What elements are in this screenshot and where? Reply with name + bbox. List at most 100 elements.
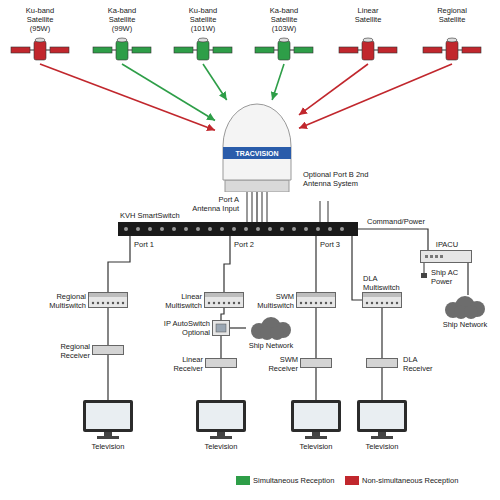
tv-base (210, 436, 232, 439)
satellite-body (116, 41, 128, 60)
node-label: Ship Network (435, 320, 495, 329)
receiver: SWM Receiver (300, 358, 332, 368)
node-label: DLA Receiver (403, 355, 445, 373)
television: Television (196, 400, 246, 440)
port (305, 302, 307, 304)
port (160, 227, 164, 231)
signal-arrow (299, 64, 452, 128)
port (310, 302, 312, 304)
signal-arrow (272, 64, 284, 100)
port (220, 227, 224, 231)
solar-panel (423, 47, 442, 53)
receiver: DLA Receiver (366, 358, 398, 368)
node-label: Ship Network (241, 341, 301, 350)
port (268, 227, 272, 231)
satellite-icon (9, 36, 71, 64)
satellite: Linear Satellite (337, 6, 399, 64)
signal-arrow (40, 64, 215, 130)
multiswitch: Linear Multiswitch (204, 292, 244, 308)
port (292, 227, 296, 231)
legend-text: Non-simultaneous Reception (362, 476, 458, 485)
solar-panel (255, 47, 274, 53)
antenna-cables (247, 192, 267, 222)
port (386, 302, 388, 304)
legend-swatch (345, 476, 359, 485)
tv-frame (291, 400, 341, 432)
indicator (435, 255, 438, 258)
signal-arrow (203, 64, 227, 100)
annotation: Port A Antenna Input (190, 195, 239, 213)
receiver: Linear Receiver (205, 358, 237, 368)
satellite-icon (253, 36, 315, 64)
tv-shape (291, 400, 341, 440)
tv-screen (199, 403, 243, 429)
port (228, 302, 230, 304)
solar-panel (93, 47, 112, 53)
dome-base (225, 180, 289, 192)
port (238, 302, 240, 304)
port-label: Port 3 (319, 240, 341, 249)
port (208, 302, 210, 304)
satellite-dish (117, 38, 127, 42)
port-label: Port 1 (133, 240, 155, 249)
port (280, 227, 284, 231)
port (112, 302, 114, 304)
legend-swatch (236, 476, 250, 485)
node-label: Ku-band Satellite (101W) (181, 6, 225, 33)
port (330, 302, 332, 304)
multiswitch: Regional Multiswitch (88, 292, 128, 308)
node-label: Regional Receiver (46, 342, 90, 360)
tv-base (305, 436, 327, 439)
node-label: Television (286, 442, 346, 451)
port (256, 227, 260, 231)
satellite-icon (91, 36, 153, 64)
port (233, 302, 235, 304)
cable-line (352, 236, 362, 300)
solar-panel (378, 47, 397, 53)
satellite-dish (447, 38, 457, 42)
port (92, 302, 94, 304)
solar-panel (462, 47, 481, 53)
autoswitch-face (213, 321, 229, 335)
cable (327, 201, 328, 222)
tv-frame (83, 400, 133, 432)
port (136, 227, 140, 231)
satellite: Ka-band Satellite (103W) (253, 6, 315, 64)
indicator (440, 255, 443, 258)
solar-panel (294, 47, 313, 53)
cloud-puff (464, 305, 478, 319)
tv-base (371, 436, 393, 439)
node-label: DLA Multiswitch (363, 274, 407, 292)
autoswitch-panel (216, 324, 226, 332)
tv-base (97, 436, 119, 439)
satellite: Ku-band Satellite (101W) (172, 6, 234, 64)
satellite-icon (421, 36, 483, 64)
cloud-shape (246, 316, 296, 340)
node-label: IP AutoSwitch Optional (157, 319, 210, 337)
port (328, 227, 332, 231)
node-label: TRACVISION (215, 149, 299, 158)
dome-shell (223, 104, 291, 180)
cable-line (467, 263, 468, 295)
television: Television (291, 400, 341, 440)
port (340, 227, 344, 231)
port (148, 227, 152, 231)
panel-stripe (363, 293, 401, 297)
cable-line (256, 192, 257, 222)
satellite-body (446, 41, 458, 60)
solar-panel (50, 47, 69, 53)
ipacu-face (421, 251, 471, 262)
ip-autoswitch: IP AutoSwitch Optional (212, 320, 230, 336)
tv-stand (104, 432, 112, 436)
port (107, 302, 109, 304)
tv-stand (312, 432, 320, 436)
cable (319, 201, 320, 222)
smart-switch: KVH SmartSwitch (118, 222, 358, 236)
port (300, 302, 302, 304)
cable-line (315, 368, 316, 400)
node-label: SWM Receiver (256, 355, 298, 373)
tv-frame (196, 400, 246, 432)
network-cloud: Ship Network (436, 295, 494, 331)
cable-line (221, 308, 224, 320)
port (124, 227, 128, 231)
